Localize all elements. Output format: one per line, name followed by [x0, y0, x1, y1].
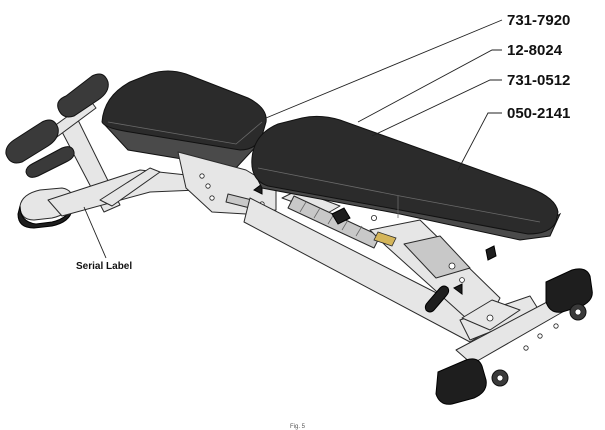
rear-frame-brace [99, 167, 161, 207]
back-pad [251, 115, 562, 241]
part-number-label: 12-8024 [507, 42, 563, 59]
warning-arrow-marker [453, 283, 463, 295]
bolt [448, 262, 456, 270]
bolt [370, 214, 377, 221]
bolt [537, 333, 543, 339]
bolt [199, 173, 205, 179]
leader-line-part-1 [265, 19, 503, 119]
wheel-hub [496, 374, 504, 382]
figure-caption: Fig. 5 [290, 424, 306, 430]
part-number-label: 731-7920 [507, 12, 570, 29]
caution-label [373, 231, 397, 247]
adjustment-knob [485, 245, 497, 261]
front-end-cap-right [545, 268, 593, 313]
front-end-cap-left [435, 358, 487, 405]
wheel-hub [574, 308, 582, 316]
upper-foam-roller-left [5, 119, 59, 164]
part-number-label: 050-2141 [507, 105, 570, 122]
bolt [459, 277, 465, 283]
bolt [523, 345, 529, 351]
ladder-notches [299, 201, 363, 237]
leader-line-serial-label [83, 206, 107, 259]
leader-line-part-2 [357, 49, 502, 123]
back-pad-seam [257, 167, 541, 223]
upper-foam-roller-right [57, 73, 109, 118]
leader-line-part-3 [371, 79, 502, 137]
front-frame [243, 189, 541, 343]
serial-label-callout: Serial Label [76, 261, 132, 272]
bolt [553, 323, 559, 329]
lower-foam-roller [25, 146, 75, 178]
seat-pad-seam [107, 121, 263, 145]
leader-lines [83, 19, 503, 259]
seat-pad-top [101, 70, 267, 151]
pad-bracket-lug [331, 207, 351, 225]
leader-line-part-4 [457, 112, 502, 171]
bolt [209, 195, 215, 201]
seat-pad [101, 70, 267, 169]
back-pad-top [251, 115, 559, 235]
bolt [205, 183, 211, 189]
pivot-arrow-marker [253, 183, 263, 195]
main-spine-rail [243, 197, 481, 343]
bolt [486, 314, 494, 322]
part-number-label: 731-0512 [507, 72, 570, 89]
front-stabilizer [435, 268, 593, 405]
pop-pin-handle [424, 285, 450, 313]
